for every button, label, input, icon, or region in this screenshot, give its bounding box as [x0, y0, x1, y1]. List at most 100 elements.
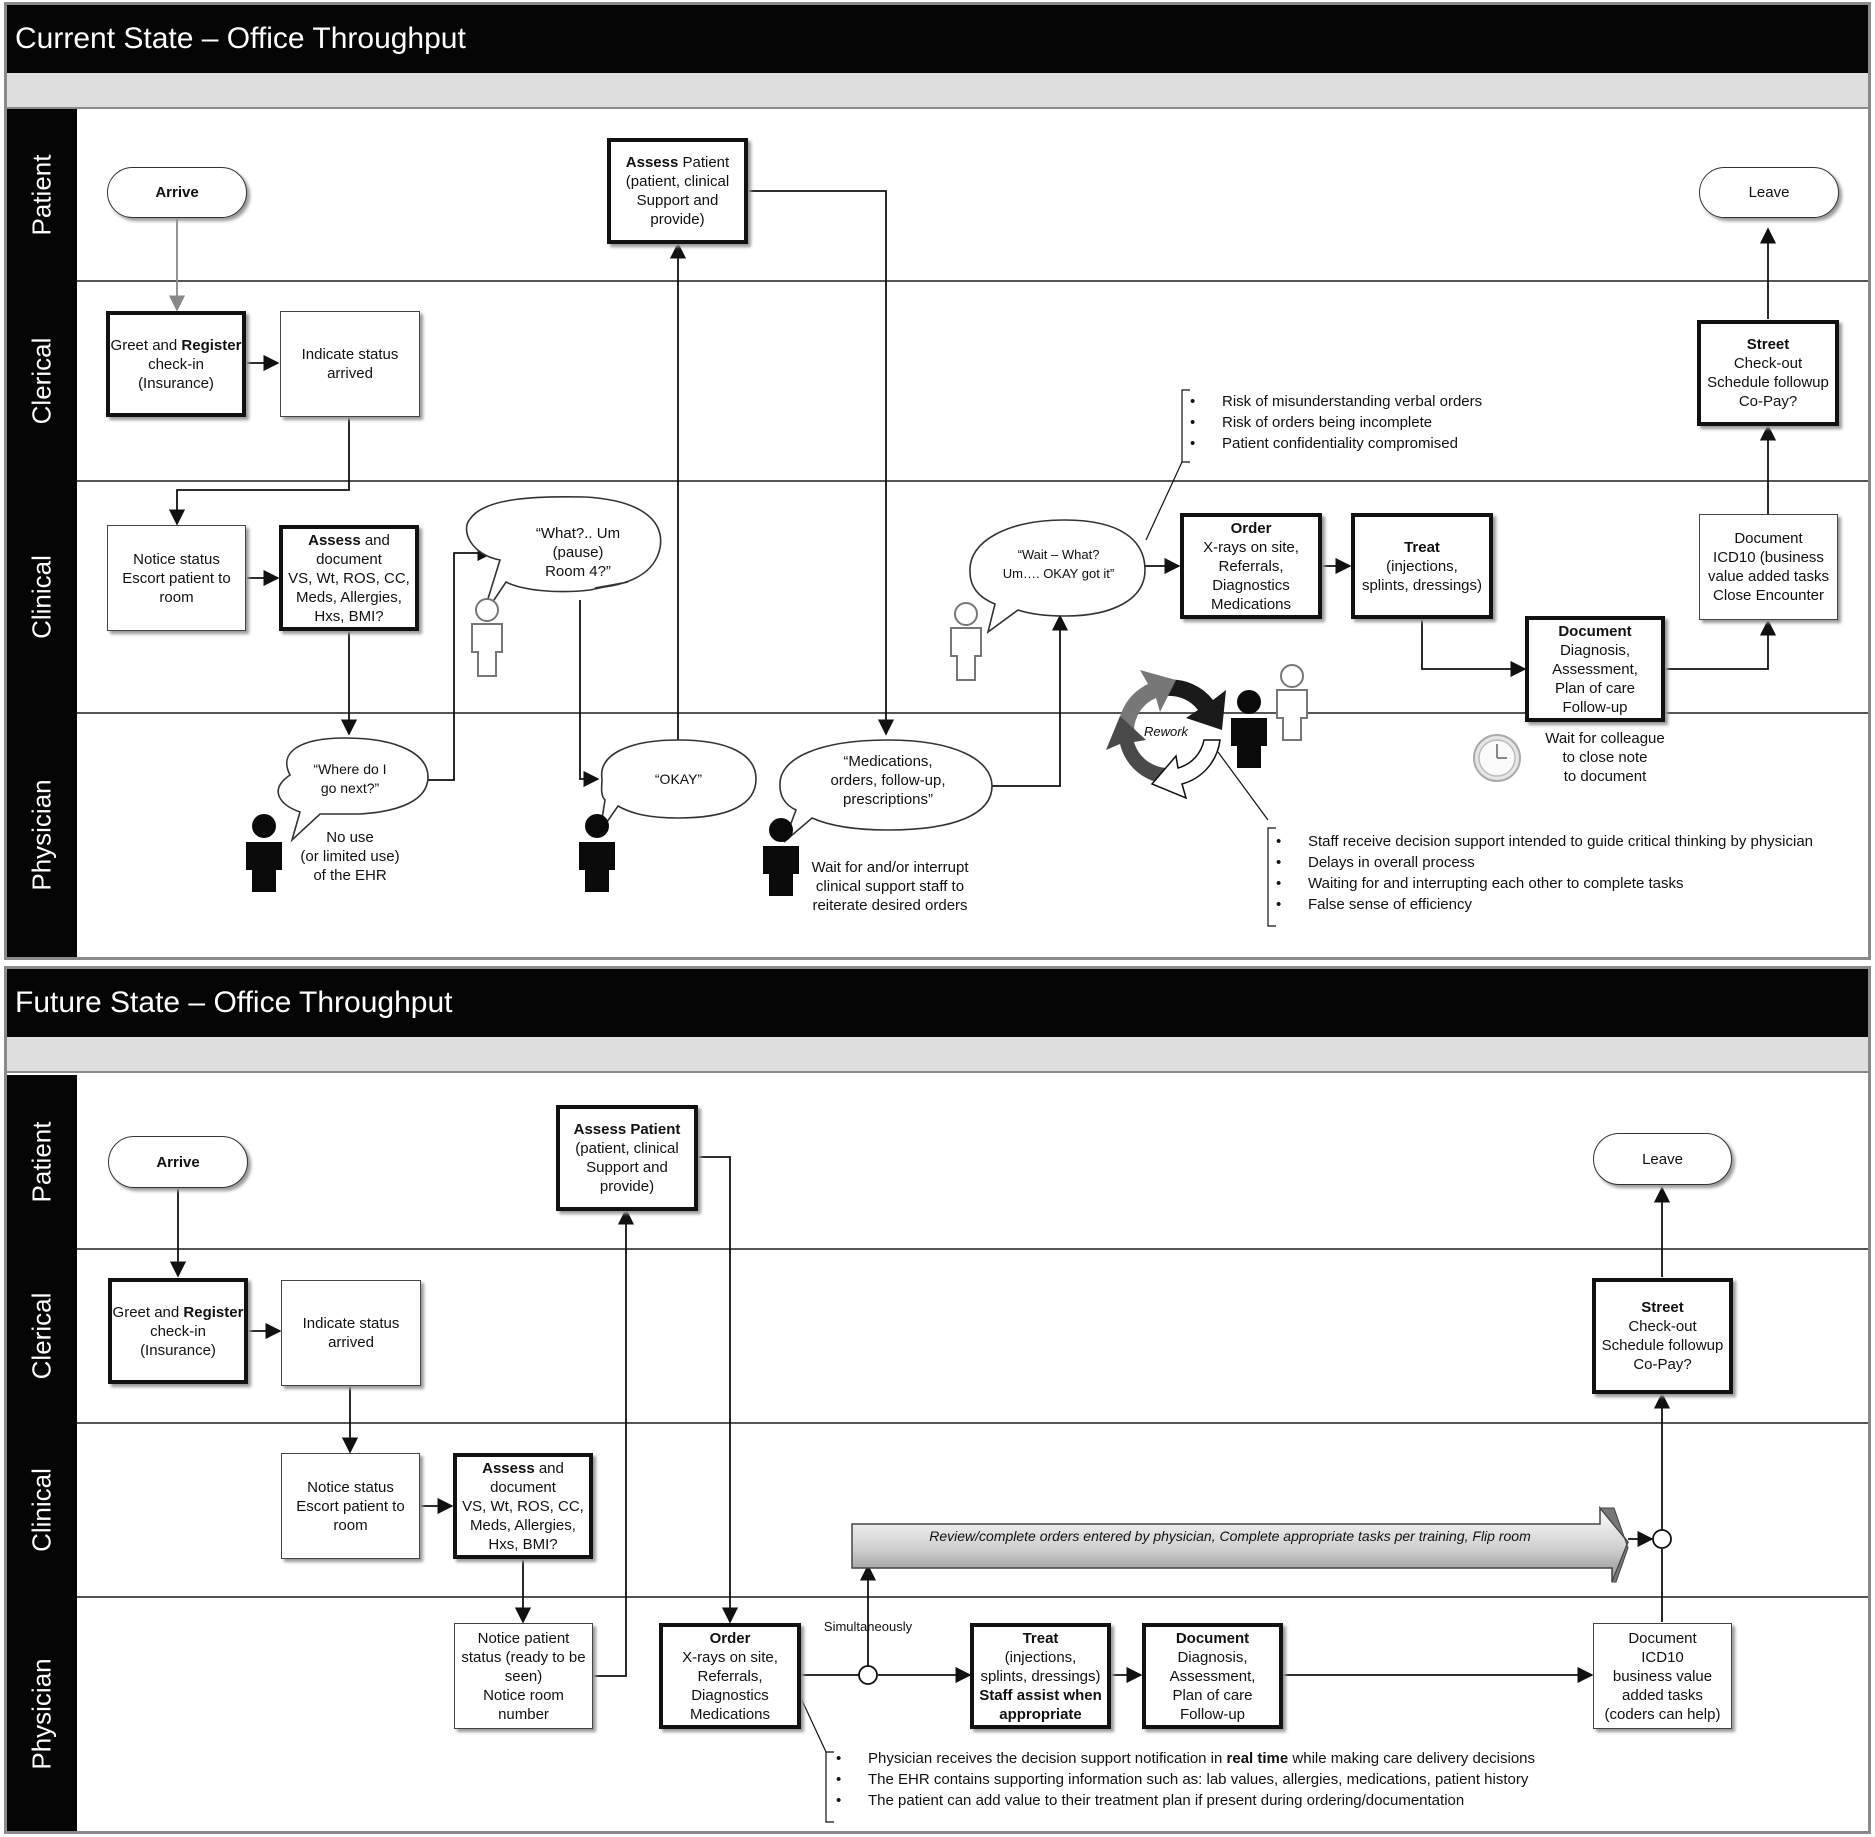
terminal-label: Arrive — [155, 184, 199, 201]
notice-line: Escort patient to — [296, 1497, 405, 1515]
lane-separator — [77, 1422, 1868, 1424]
greet-line: check-in — [148, 355, 204, 373]
risks-list: Risk of misunderstanding verbal orders R… — [1184, 391, 1482, 454]
future-lane-physician: Physician — [7, 1597, 77, 1831]
future-document-icd10-box: Document ICD10 business value added task… — [1593, 1623, 1732, 1729]
document-line: Diagnosis, — [1559, 641, 1631, 659]
icd-line: added tasks — [1622, 1686, 1703, 1704]
simultaneously-label: Simultaneously — [823, 1619, 913, 1634]
icd-line: (coders can help) — [1604, 1705, 1721, 1723]
bubble-where-shape — [277, 737, 429, 843]
treat-line: splints, dressings) — [1361, 576, 1483, 594]
terminal-label: Leave — [1748, 184, 1790, 201]
bubble-where-text: “Where do I go next?” — [313, 761, 387, 796]
future-state-panel: Future State – Office Throughput Patient… — [4, 966, 1871, 1834]
document-line: Diagnosis, — [1177, 1648, 1248, 1666]
current-lane-physician: Physician — [7, 713, 77, 957]
issues-callout-line — [1217, 751, 1269, 821]
arrow-f-notice-patient-to-assess-patient — [593, 1208, 635, 1677]
notice-line: Notice status — [133, 550, 220, 568]
current-order-box: Order X-rays on site, Referrals, Diagnos… — [1180, 513, 1322, 619]
bubble-okay-text: “OKAY” — [654, 771, 703, 787]
assess-doc-heading: Assess and — [308, 531, 390, 549]
assess-patient-line: provide) — [650, 211, 705, 228]
rework-cycle-icon — [1106, 670, 1226, 800]
future-document-box: Document Diagnosis, Assessment, Plan of … — [1142, 1623, 1283, 1729]
document-line: Plan of care — [1172, 1686, 1253, 1704]
arrow-document-to-icd — [1665, 619, 1777, 670]
bubble-okay-shape — [599, 739, 757, 833]
bubble-wait-shape — [969, 519, 1146, 634]
arrow-meds-to-wait — [990, 614, 1069, 787]
document-line: Assessment, — [1169, 1667, 1256, 1685]
assess-doc-line: document — [490, 1478, 556, 1496]
icd-line: value added tasks — [1708, 568, 1829, 585]
notice-patient-line: status (ready to be — [461, 1648, 586, 1666]
future-notice-patient-box: Notice patient status (ready to be seen)… — [454, 1623, 593, 1729]
future-assess-document-box: Assess and document VS, Wt, ROS, CC, Med… — [453, 1453, 593, 1559]
order-line: X-rays on site, — [682, 1648, 778, 1666]
treat-heading: Treat — [1404, 538, 1440, 556]
future-state-title: Future State – Office Throughput — [7, 969, 1868, 1037]
arrow-indicate-to-notice — [168, 417, 350, 526]
assess-doc-line: Meds, Allergies, — [470, 1516, 576, 1534]
future-street-box: Street Check-out Schedule followup Co-Pa… — [1592, 1278, 1733, 1394]
assess-doc-line: VS, Wt, ROS, CC, — [462, 1497, 584, 1515]
issue-item: Staff receive decision support intended … — [1270, 831, 1813, 852]
assess-patient-line: provide) — [599, 1178, 655, 1195]
future-lane-patient: Patient — [7, 1075, 77, 1249]
street-heading: Street — [1641, 1299, 1684, 1316]
bubble-wait-text: “Wait – What? Um…. OKAY got it” — [1002, 547, 1115, 581]
person-icon-staff-2 — [950, 602, 982, 681]
assess-patient-heading: Assess Patient — [625, 154, 730, 171]
risk-item: Risk of orders being incomplete — [1184, 412, 1482, 433]
current-document-icd10-box: Document ICD10 (business value added tas… — [1699, 514, 1838, 620]
treat-line: Staff assist when — [979, 1686, 1102, 1704]
treat-line: (injections, — [1386, 557, 1458, 575]
split-junction — [858, 1665, 878, 1685]
note-item: Physician receives the decision support … — [830, 1748, 1535, 1769]
note-item: The EHR contains supporting information … — [830, 1769, 1535, 1790]
current-notice-status-box: Notice status Escort patient to room — [107, 525, 246, 631]
current-leave-terminal: Leave — [1699, 167, 1839, 218]
assess-doc-line: Hxs, BMI? — [314, 607, 384, 625]
street-heading: Street — [1746, 336, 1790, 353]
icd-line: ICD10 (business — [1713, 549, 1824, 566]
no-use-ehr-note: No use (or limited use) of the EHR — [300, 829, 400, 884]
assess-patient-line: Support and — [636, 192, 719, 209]
treat-line: (injections, — [1004, 1648, 1077, 1666]
person-icon-physician-3 — [763, 818, 799, 896]
current-lane-clinical: Clinical — [7, 481, 77, 713]
icd-line: business value — [1612, 1667, 1713, 1685]
arrow-treat-to-document — [1421, 619, 1527, 678]
arrow-f-assess-patient-to-order — [662, 1156, 739, 1624]
greet-heading: Greet and Register — [110, 336, 242, 354]
order-line: Referrals, — [1218, 557, 1284, 575]
person-icon-physician-2 — [579, 814, 615, 892]
issues-list: Staff receive decision support intended … — [1270, 831, 1813, 915]
document-heading: Document — [1175, 1629, 1250, 1647]
notes-callout-line — [799, 1695, 827, 1753]
person-icon-staff-1 — [471, 598, 503, 677]
person-icon-staff-3 — [1276, 664, 1308, 741]
indicate-line: arrived — [327, 365, 373, 382]
assess-patient-line: Support and — [586, 1159, 668, 1176]
assess-doc-heading: Assess and — [482, 1459, 564, 1477]
assess-patient-line: (patient, clinical — [625, 173, 730, 190]
lane-separator — [77, 1596, 1868, 1598]
order-line: Medications — [1210, 595, 1292, 613]
current-street-box: Street Check-out Schedule followup Co-Pa… — [1697, 320, 1839, 426]
review-banner-text: Review/complete orders entered by physic… — [929, 1528, 1531, 1544]
rework-label: Rework — [1143, 724, 1189, 739]
assess-doc-line: VS, Wt, ROS, CC, — [288, 569, 410, 587]
order-line: Diagnostics — [1212, 576, 1290, 594]
street-line: Check-out — [1628, 1318, 1697, 1335]
lane-separator — [77, 480, 1868, 482]
issue-item: Waiting for and interrupting each other … — [1270, 873, 1813, 894]
indicate-line: arrived — [328, 1334, 374, 1351]
lane-separator — [77, 1248, 1868, 1250]
risks-callout-line — [1145, 461, 1183, 541]
future-indicate-status-box: Indicate status arrived — [281, 1280, 421, 1386]
lane-separator — [77, 280, 1868, 282]
future-notes-list: Physician receives the decision support … — [830, 1748, 1535, 1811]
